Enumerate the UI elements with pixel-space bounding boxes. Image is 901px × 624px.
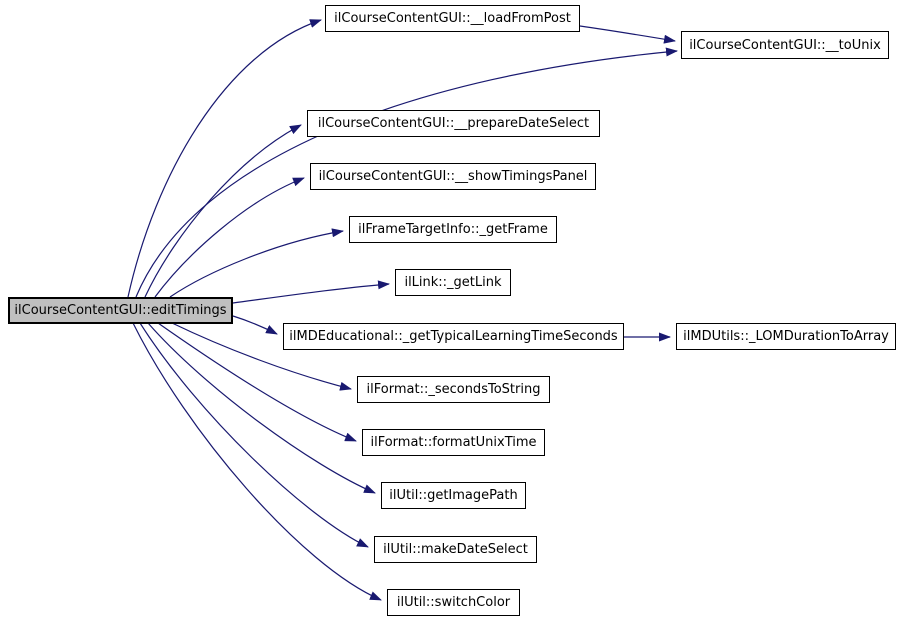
node-secondsToString[interactable]: ilFormat::_secondsToString [357, 376, 550, 403]
node-label: ilCourseContentGUI::__loadFromPost [334, 11, 571, 26]
node-label: ilCourseContentGUI::__prepareDateSelect [317, 116, 590, 131]
node-getImagePath[interactable]: ilUtil::getImagePath [381, 482, 526, 509]
node-label: ilFrameTargetInfo::_getFrame [358, 222, 548, 237]
node-label: ilFormat::formatUnixTime [370, 435, 537, 450]
node-loadFromPost[interactable]: ilCourseContentGUI::__loadFromPost [325, 5, 580, 32]
node-label: ilCourseContentGUI::__showTimingsPanel [318, 169, 588, 184]
edge-editTimings-makeDateSelect [139, 322, 369, 548]
node-getTypicalLearningTimeSeconds[interactable]: ilMDEducational::_getTypicalLearningTime… [283, 323, 624, 350]
edge-editTimings-getLink [232, 280, 390, 304]
node-label: ilMDUtils::_LOMDurationToArray [683, 329, 889, 344]
node-makeDateSelect[interactable]: ilUtil::makeDateSelect [374, 536, 537, 563]
node-toUnix[interactable]: ilCourseContentGUI::__toUnix [681, 31, 889, 59]
node-getLink[interactable]: ilLink::_getLink [395, 269, 511, 296]
node-getFrame[interactable]: ilFrameTargetInfo::_getFrame [349, 216, 557, 243]
node-showTimingsPanel[interactable]: ilCourseContentGUI::__showTimingsPanel [310, 163, 596, 190]
node-label: ilUtil::getImagePath [389, 488, 518, 503]
node-label: ilCourseContentGUI::__toUnix [689, 37, 881, 53]
edge-loadFromPost-toUnix [579, 25, 676, 44]
node-prepareDateSelect[interactable]: ilCourseContentGUI::__prepareDateSelect [307, 110, 600, 137]
node-label: ilMDEducational::_getTypicalLearningTime… [289, 329, 618, 344]
node-switchColor[interactable]: ilUtil::switchColor [387, 589, 520, 616]
node-label: ilLink::_getLink [404, 275, 502, 290]
edge-editTimings-loadFromPost [127, 19, 322, 298]
node-label: ilFormat::_secondsToString [366, 382, 541, 397]
edge-editTimings-getFrame [169, 228, 344, 298]
edge-editTimings-showTimingsPanel [154, 177, 305, 298]
edge-editTimings-switchColor [132, 322, 382, 601]
node-label: ilUtil::makeDateSelect [383, 542, 528, 557]
edge-editTimings-prepareDateSelect [144, 124, 302, 298]
node-editTimings: ilCourseContentGUI::editTimings [8, 297, 233, 324]
node-label: ilUtil::switchColor [396, 595, 511, 610]
node-formatUnixTime[interactable]: ilFormat::formatUnixTime [362, 429, 545, 456]
node-label: ilCourseContentGUI::editTimings [14, 303, 227, 318]
node-LOMDurationToArray[interactable]: ilMDUtils::_LOMDurationToArray [676, 323, 896, 350]
edge-editTimings-getTypical [232, 315, 278, 335]
edge-editTimings-getImagePath [147, 322, 376, 494]
edge-editTimings-formatUnixTime [157, 322, 357, 442]
edge-editTimings-secondsToString [171, 322, 352, 391]
